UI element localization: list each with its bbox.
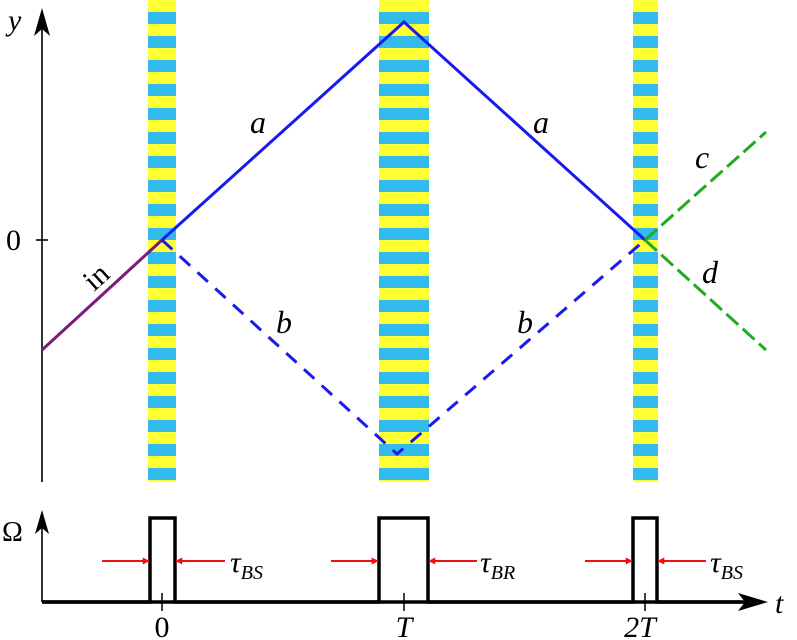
laser-band-T [379,0,429,482]
pulse-sequence [42,516,742,604]
label-b-right: b [517,304,533,340]
label-b-left: b [276,304,292,340]
tick-label-0: 0 [155,611,170,640]
t-axis-label: t [775,587,784,620]
omega-axis-label: Ω [2,517,23,548]
label-c: c [695,139,709,175]
pulse-label-br: τBR [480,546,515,584]
output-c-path [644,130,767,242]
label-d: d [702,254,719,290]
input-path [40,238,164,352]
upper-arm-path [160,19,647,242]
output-d-path [643,238,768,352]
omega-axis-arrowhead [35,510,49,534]
y-zero-label: 0 [6,224,21,257]
label-a-right: a [533,104,549,140]
pulse-label-bs-first: τBS [230,546,263,584]
lower-arm-path [160,238,646,457]
label-in: in [77,257,116,297]
pulse-label-bs-last: τBS [710,546,743,584]
y-axis-label: y [5,4,22,37]
label-a-left: a [250,104,266,140]
tick-label-2T: 2T [624,611,658,640]
y-axis-arrowhead [34,8,50,36]
tick-label-T: T [396,611,415,640]
t-axis-arrowhead [738,593,768,611]
